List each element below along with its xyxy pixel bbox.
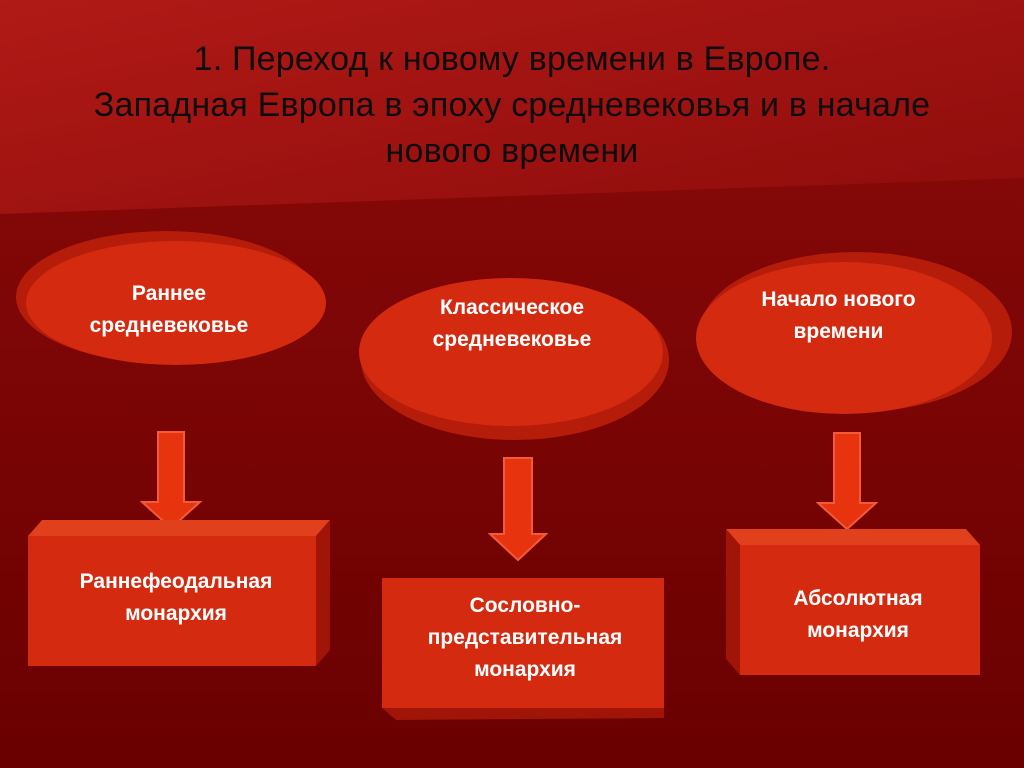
period-ellipse-early-middle-ages: Раннее средневековье xyxy=(8,222,330,372)
result-box-absolute-monarchy: Абсолютная монархия xyxy=(726,527,982,677)
ellipse-shape xyxy=(16,231,326,365)
ellipse-label: Начало нового времени xyxy=(761,288,916,343)
result-box-estate-representative-monarchy: Сословно- представительная монархия xyxy=(382,576,668,722)
box-label: Абсолютная монархия xyxy=(793,587,923,642)
box-shape xyxy=(726,529,980,675)
ellipse-label: Раннее средневековье xyxy=(89,282,249,337)
down-arrow-1 xyxy=(140,431,202,530)
slide-title: 1. Переход к новому времени в Европе. За… xyxy=(0,36,1024,174)
down-arrow-2 xyxy=(488,457,548,562)
title-line-3: нового времени xyxy=(385,132,639,170)
title-line-1: 1. Переход к новому времени в Европе. xyxy=(193,40,831,78)
ellipse-shape xyxy=(696,252,1012,414)
box-label: Сословно- представительная монархия xyxy=(427,594,623,681)
box-shape xyxy=(382,578,664,720)
ellipse-shape xyxy=(359,278,669,440)
ellipse-label: Классическое средневековье xyxy=(432,296,592,351)
down-arrow-3 xyxy=(816,432,878,531)
period-ellipse-early-modern: Начало нового времени xyxy=(692,242,1017,426)
box-shape xyxy=(28,520,330,666)
title-line-2: Западная Европа в эпоху средневековья и … xyxy=(93,86,931,124)
box-label: Раннефеодальная монархия xyxy=(79,570,273,625)
result-box-early-feudal-monarchy: Раннефеодальная монархия xyxy=(28,518,332,668)
period-ellipse-classical-middle-ages: Классическое средневековье xyxy=(355,268,673,448)
